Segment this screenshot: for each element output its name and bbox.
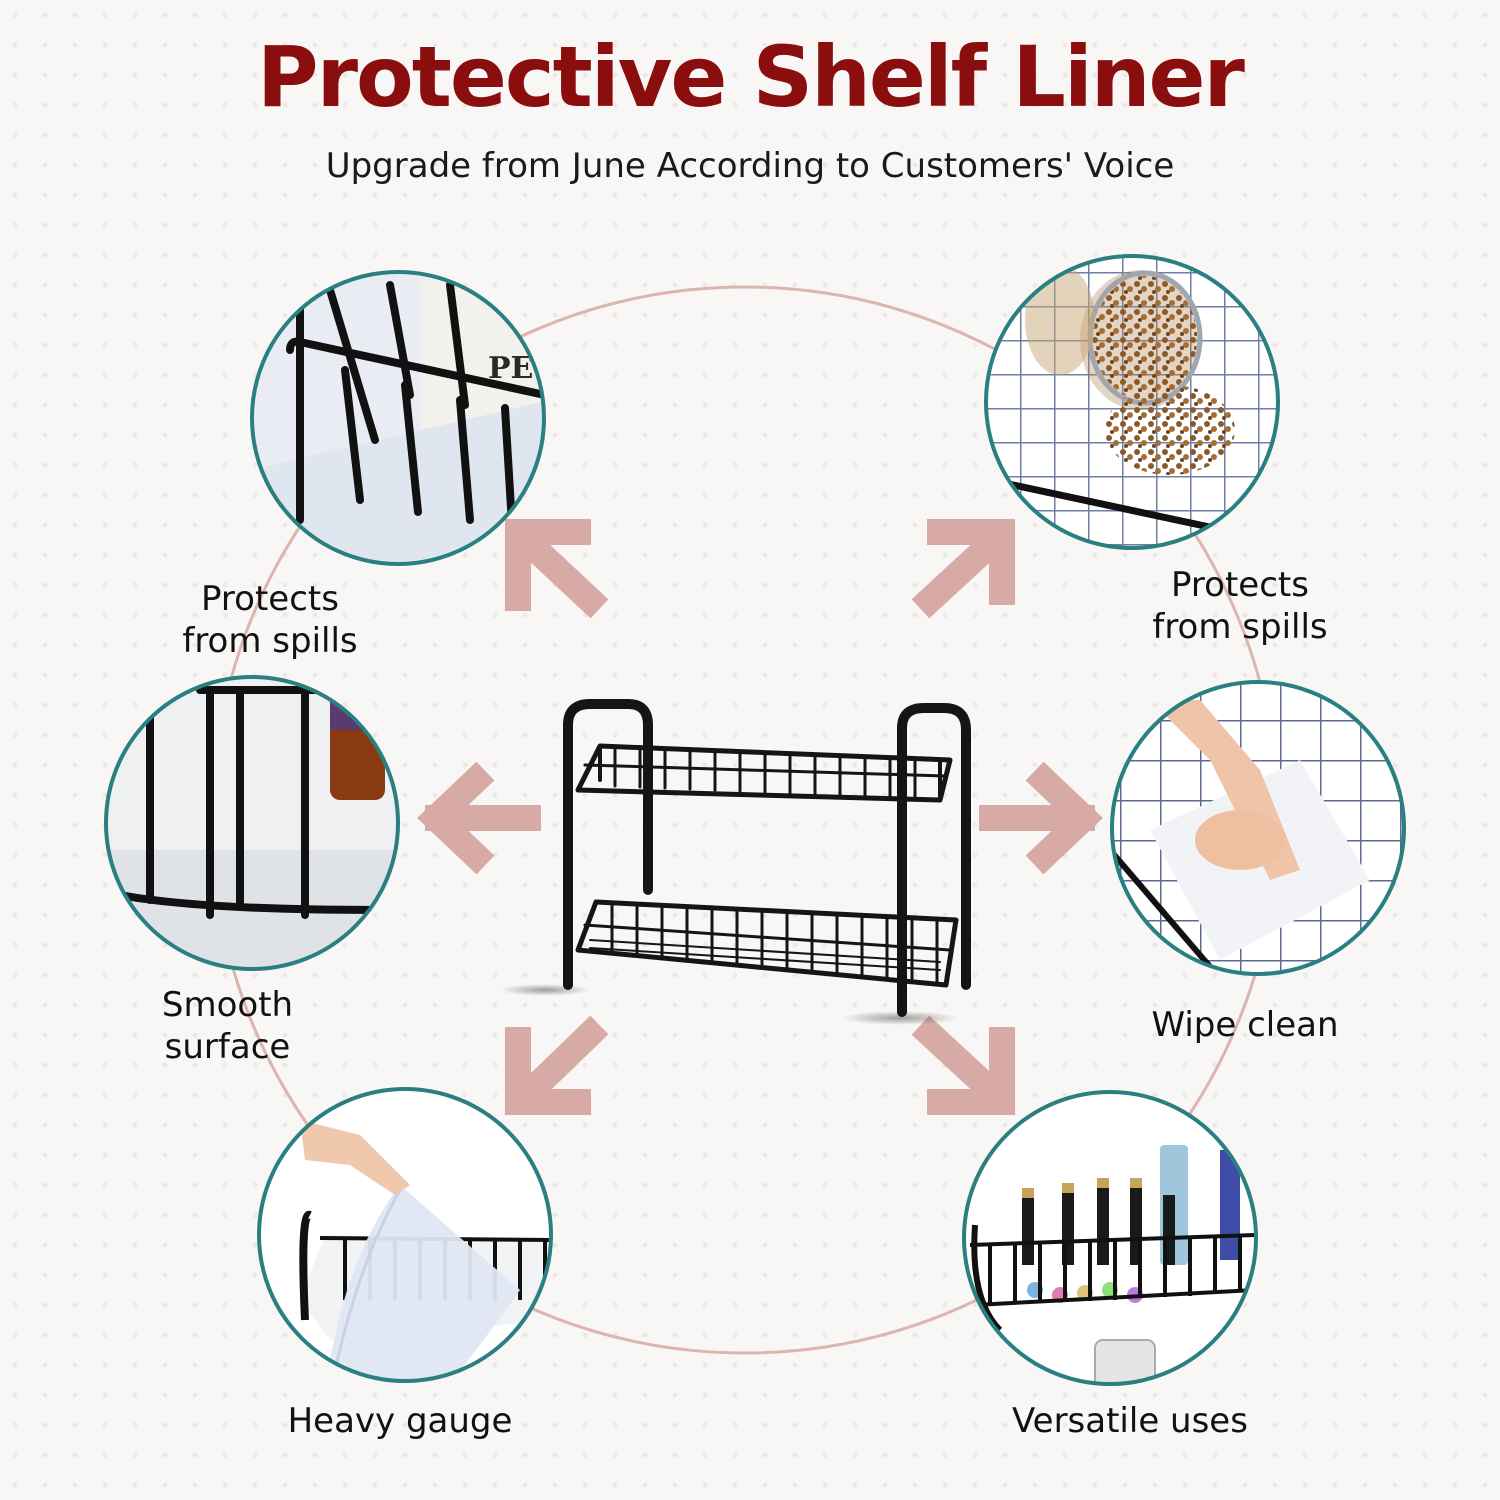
arrow-right-icon — [979, 761, 1103, 875]
middle-right-feature-image — [1110, 680, 1406, 976]
page-title: Protective Shelf Liner — [257, 28, 1245, 126]
arrow-down-left-icon — [505, 1015, 609, 1115]
top-right-feature-image — [984, 254, 1280, 550]
feature-label-middle-left: Smooth surface — [161, 985, 294, 1067]
bottom-right-feature-image — [962, 1090, 1258, 1386]
svg-text:PE: PE — [488, 351, 533, 386]
page-subtitle: Upgrade from June According to Customers… — [325, 146, 1175, 186]
arrow-up-left-icon — [505, 519, 609, 619]
arrow-up-right-icon — [911, 519, 1015, 619]
feature-label-top-left: Protects from spills — [182, 579, 358, 661]
arrow-left-icon — [417, 761, 541, 875]
middle-left-feature-image — [104, 675, 400, 971]
bottom-left-feature-image — [257, 1087, 553, 1383]
feature-label-top-right: Protects from spills — [1152, 565, 1328, 647]
arrow-down-right-icon — [911, 1015, 1015, 1115]
feature-label-middle-right: Wipe clean — [1151, 1005, 1339, 1045]
feature-label-bottom-left: Heavy gauge — [287, 1401, 513, 1441]
center-rack-image — [500, 699, 971, 1025]
feature-label-bottom-right: Versatile uses — [1012, 1401, 1248, 1441]
